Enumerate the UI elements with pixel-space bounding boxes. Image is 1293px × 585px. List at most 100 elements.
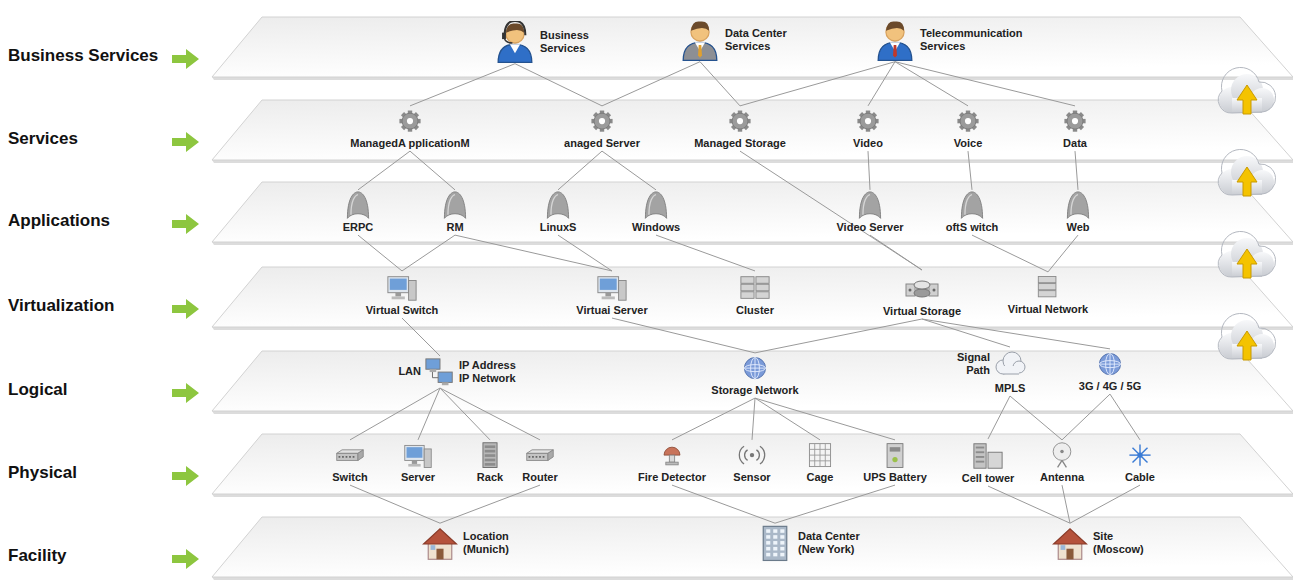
- service-item: Cluster: [733, 272, 777, 317]
- item-label: Server: [401, 471, 435, 484]
- service-item: Cage: [802, 441, 838, 484]
- service-item: Voice: [950, 107, 986, 150]
- layer-arrow: [172, 466, 199, 486]
- connector-line: [440, 485, 540, 523]
- connector-line: [752, 398, 755, 440]
- connector-line: [968, 151, 972, 190]
- layer-arrows: [172, 49, 199, 569]
- item-icon: [475, 441, 505, 469]
- service-item: Virtual Switch: [363, 272, 442, 317]
- connector-line: [755, 398, 895, 440]
- item-label: LinuxS: [540, 221, 577, 234]
- service-item: Switch: [329, 441, 370, 484]
- layer-band: LogicalIP Address IP NetworkLANStorage N…: [0, 343, 1293, 423]
- item-label: Data Center (New York): [798, 530, 878, 556]
- connector-line: [775, 485, 895, 523]
- layer-arrow: [172, 49, 199, 69]
- service-item: Virtuai Server: [573, 272, 650, 317]
- cloud-icon: [1218, 313, 1275, 360]
- layer-label: Business Services: [8, 46, 158, 66]
- connector-line: [868, 62, 895, 106]
- connector-line: [1075, 151, 1078, 190]
- item-label: Virtual Storage: [883, 305, 961, 318]
- service-item: Signal PathMPLS: [948, 348, 1030, 395]
- item-label: oftS witch: [946, 221, 999, 234]
- connector-line: [1048, 235, 1078, 272]
- connector-line: [612, 318, 755, 353]
- item-label: UPS Battery: [863, 471, 927, 484]
- item-label: ERPC: [343, 221, 374, 234]
- service-item: Web: [1060, 191, 1096, 234]
- connector-line: [440, 388, 490, 440]
- item-label: Virtuai Server: [576, 304, 647, 317]
- item-icon: [678, 19, 722, 60]
- item-icon: [740, 354, 770, 382]
- item-icon: [420, 524, 460, 562]
- connector-line: [1062, 485, 1070, 523]
- connector-line: [410, 151, 455, 190]
- service-item: Data Center (New York): [752, 524, 878, 562]
- layer-band: FacilityLocation (Munich)Data Center (Ne…: [0, 509, 1293, 585]
- layer-label: Services: [8, 129, 78, 149]
- connector-line: [1010, 396, 1062, 440]
- service-item: Managed Storage: [691, 107, 789, 150]
- service-item: Windows: [629, 191, 683, 234]
- layer-label: Applications: [8, 211, 110, 231]
- service-item: LinuxS: [537, 191, 580, 234]
- item-label: Rack: [477, 471, 503, 484]
- service-item: Cell tower: [959, 440, 1018, 485]
- cloud-icons: [1218, 67, 1275, 360]
- item-label: LAN: [351, 365, 421, 378]
- item-label: anaged Server: [564, 137, 640, 150]
- item-label: Managed Storage: [694, 137, 786, 150]
- item-icon: [873, 19, 917, 60]
- item-label: 3G / 4G / 5G: [1079, 380, 1141, 393]
- connector-line: [358, 235, 402, 271]
- item-icon: [440, 191, 470, 219]
- item-label: Storage Network: [711, 384, 798, 397]
- layer-plane: [0, 9, 1293, 89]
- layer-arrow: [172, 214, 199, 234]
- layer-plane: [0, 426, 1293, 506]
- item-label: Voice: [954, 137, 983, 150]
- connector-line: [1062, 394, 1110, 440]
- item-label: Cage: [807, 471, 834, 484]
- item-label: Data: [1063, 137, 1087, 150]
- item-label: Cluster: [736, 304, 774, 317]
- item-icon: [424, 357, 456, 387]
- connector-line: [350, 388, 440, 440]
- connector-line: [558, 151, 602, 190]
- service-item: Storage Network: [708, 354, 801, 397]
- item-icon: [1060, 107, 1090, 135]
- item-icon: [1033, 273, 1063, 301]
- item-label: Business Services: [540, 29, 600, 55]
- service-item: Cable: [1122, 441, 1158, 484]
- connector-line: [672, 485, 775, 523]
- item-label: Video Server: [836, 221, 903, 234]
- item-label: Cell tower: [962, 472, 1015, 485]
- service-item: Sensor: [730, 441, 773, 484]
- layer-band: Business ServicesBusiness ServicesData C…: [0, 9, 1293, 89]
- layer-plane: [0, 259, 1293, 339]
- connector-line: [988, 486, 1070, 523]
- item-icon: [993, 348, 1027, 380]
- connector-line: [602, 62, 700, 106]
- layer-arrow: [172, 549, 199, 569]
- item-icon: [755, 524, 795, 562]
- item-label: Windows: [632, 221, 680, 234]
- layer-plane: [0, 92, 1293, 172]
- item-icon: [386, 272, 418, 302]
- connector-line: [895, 62, 1075, 106]
- item-label: ManagedA pplicationM: [350, 137, 469, 150]
- item-label: Cable: [1125, 471, 1155, 484]
- item-label: Virtual Network: [1008, 303, 1089, 316]
- item-label: Web: [1066, 221, 1089, 234]
- item-icon: [335, 441, 365, 469]
- connector-line: [656, 235, 755, 271]
- connector-line: [922, 319, 1010, 347]
- service-item: ERPC: [340, 191, 377, 234]
- layer-arrow: [172, 299, 199, 319]
- connector-line: [922, 319, 1110, 349]
